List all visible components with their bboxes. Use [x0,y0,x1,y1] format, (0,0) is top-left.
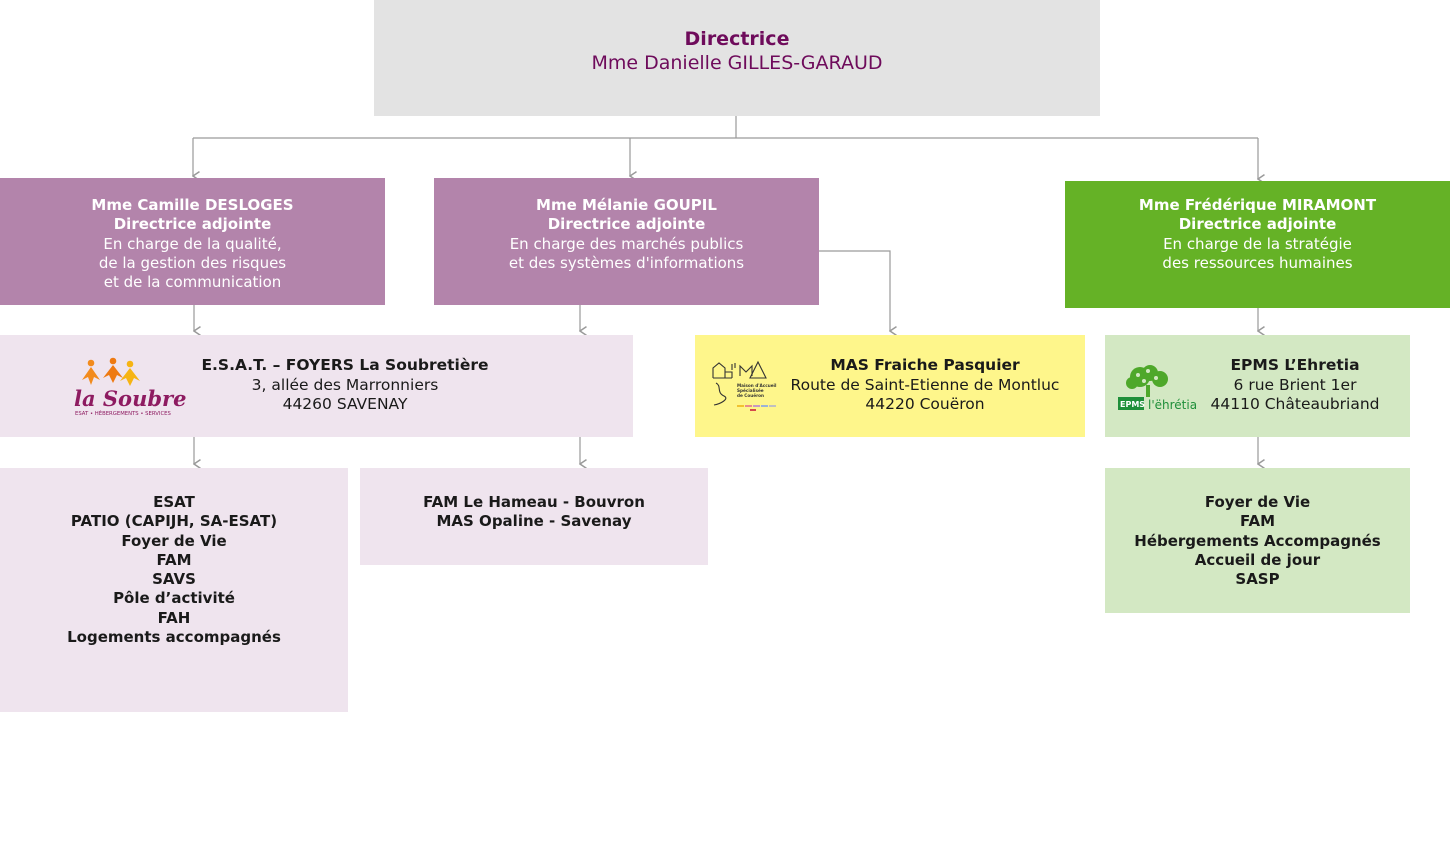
service-item: Accueil de jour [1194,550,1321,569]
soubretiere-logo-text: la Soubretière [74,386,187,411]
adjointe-desc-line: et des systèmes d'informations [508,253,745,272]
service-item: SAVS [152,570,196,589]
epms-logo-text: l'ëhrétia [1148,398,1197,412]
adjointe-name: Mme Mélanie GOUPIL [536,196,717,214]
adjointe-role: Directrice adjointe [1178,215,1337,234]
tree-icon [1126,365,1168,397]
service-item: FAM Le Hameau - Bouvron [423,493,645,511]
directrice-title: Directrice [684,28,790,50]
adjointe-desc-line: des ressources humaines [1162,253,1353,272]
adjointe-name: Mme Frédérique MIRAMONT [1138,196,1377,214]
etablissement-city: 44260 SAVENAY [282,395,408,413]
service-item: Logements accompagnés [67,628,281,647]
service-item: FAH [157,608,191,627]
services-box-ehretia: Foyer de Vie FAM Hébergements Accompagné… [1105,468,1410,613]
adjointe-desc-line: En charge de la qualité, [103,234,282,253]
etablissement-box-soubretiere: E.S.A.T. – FOYERS La Soubretière 3, allé… [0,335,633,437]
service-item: ESAT [153,493,195,511]
people-figures-icon [82,357,140,386]
svg-text:de Couëron: de Couëron [737,393,764,398]
adjointe-box-goupil: Mme Mélanie GOUPIL Directrice adjointe E… [434,178,819,305]
adjointe-role: Directrice adjointe [113,215,272,234]
etablissement-address: 3, allée des Marronniers [251,375,439,394]
mas-logo: Maison d'Accueil Spécialisée de Couëron [712,360,777,411]
adjointe-role: Directrice adjointe [547,215,706,234]
service-item: MAS Opaline - Savenay [436,512,632,531]
etablissement-box-mas: MAS Fraiche Pasquier Route de Saint-Etie… [695,335,1085,437]
adjointe-box-miramont: Mme Frédérique MIRAMONT Directrice adjoi… [1065,181,1450,308]
service-item: Pôle d’activité [113,589,235,608]
services-box-hameau-opaline: FAM Le Hameau - Bouvron MAS Opaline - Sa… [360,468,708,565]
service-item: Foyer de Vie [121,531,227,550]
etablissement-box-epms: EPMS L’Ehretia 6 rue Brient 1er 44110 Ch… [1105,335,1410,437]
service-item: FAM [1239,512,1276,531]
etablissement-city: 44110 Châteaubriand [1210,395,1380,413]
house-outline-icon [712,362,733,379]
service-item: SASP [1235,570,1280,589]
epms-logo: EPMS l'ëhrétia [1118,365,1197,412]
etablissement-name: MAS Fraiche Pasquier [830,356,1020,374]
svg-text:Spécialisée: Spécialisée [737,388,764,393]
etablissement-address: 6 rue Brient 1er [1233,375,1357,394]
soubretiere-logo: la Soubretière ESAT • HÉBERGEMENTS • SER… [74,357,187,417]
soubretiere-logo-subtitle: ESAT • HÉBERGEMENTS • SERVICES [75,409,171,417]
service-item: FAM [156,550,192,569]
etablissement-name: EPMS L’Ehretia [1230,356,1360,374]
adjointe-desc-line: En charge de la stratégie [1163,234,1352,253]
etablissement-address: Route de Saint-Etienne de Montluc [790,375,1060,394]
adjointe-desc-line: de la gestion des risques [98,253,287,272]
service-item: PATIO (CAPIJH, SA-ESAT) [70,512,278,531]
adjointe-desc-line: En charge des marchés publics [509,234,744,253]
etablissement-city: 44220 Couëron [865,395,985,413]
directrice-box: Directrice Mme Danielle GILLES-GARAUD [374,0,1100,116]
svg-text:Maison d'Accueil: Maison d'Accueil [737,383,777,388]
adjointe-box-desloges: Mme Camille DESLOGES Directrice adjointe… [0,178,385,305]
service-item: Foyer de Vie [1204,493,1311,511]
etablissement-name: E.S.A.T. – FOYERS La Soubretière [201,356,489,374]
directrice-name: Mme Danielle GILLES-GARAUD [591,52,883,74]
adjointe-name: Mme Camille DESLOGES [91,196,294,214]
adjointe-desc-line: et de la communication [103,273,282,292]
service-item: Hébergements Accompagnés [1134,531,1381,550]
epms-logo-badge: EPMS [1120,400,1145,409]
services-box-soubretiere: ESAT PATIO (CAPIJH, SA-ESAT) Foyer de Vi… [0,468,348,712]
